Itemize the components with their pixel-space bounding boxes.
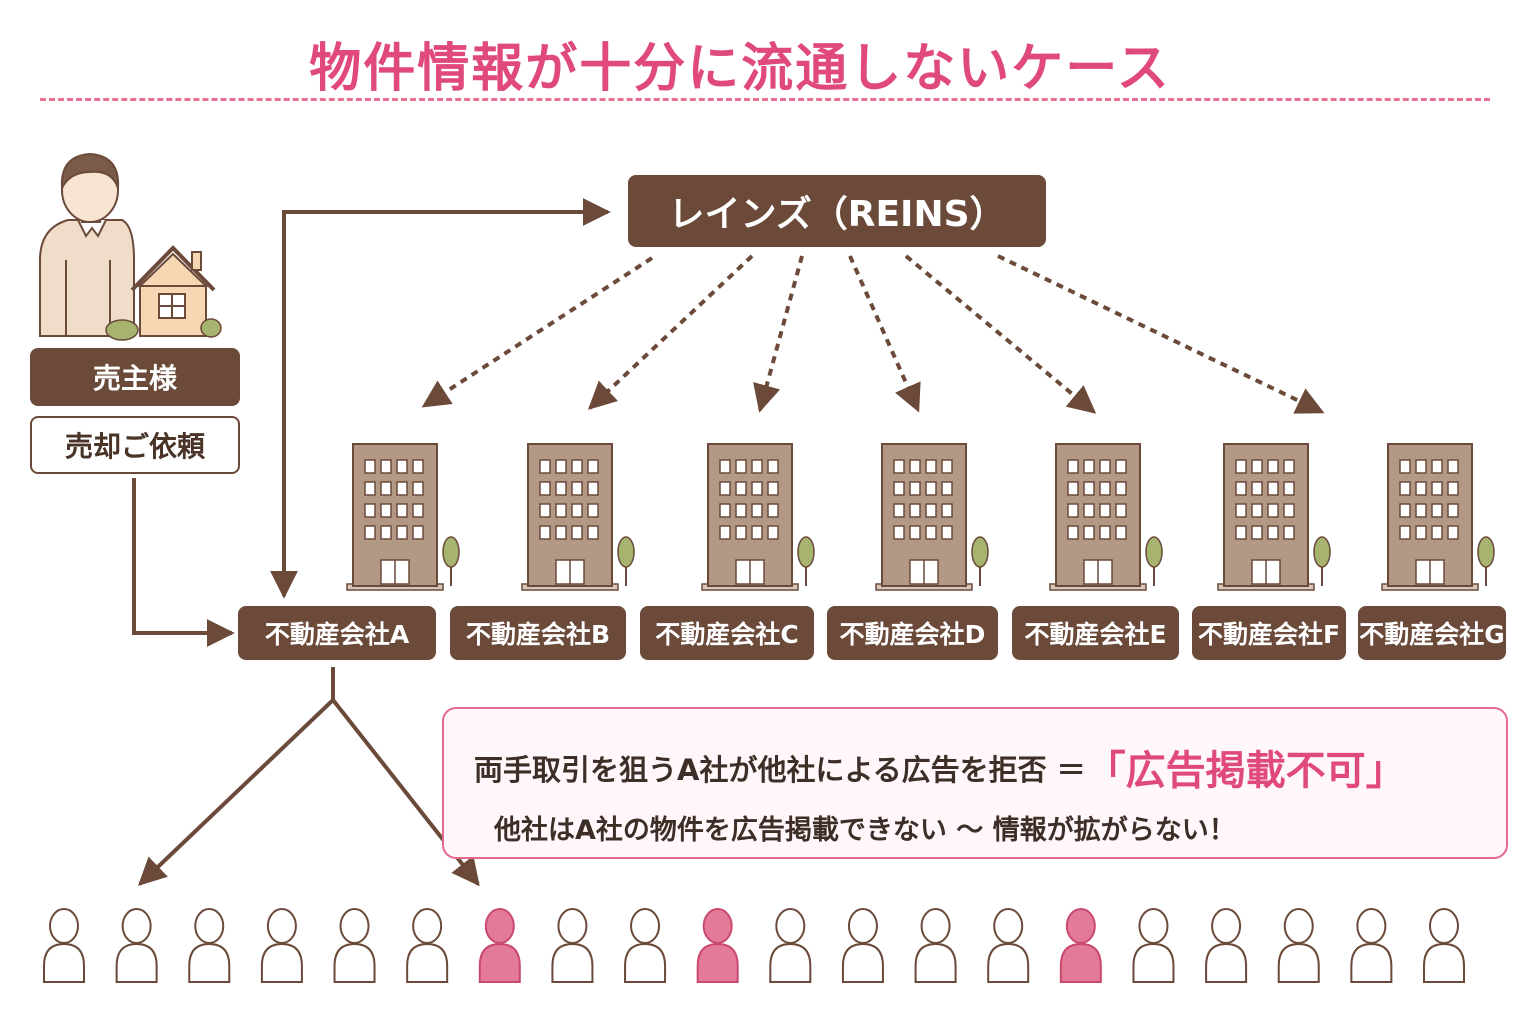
company-a-to-buyers-left-arrow [137,698,335,886]
info-line-1: 両手取引を狙うA社が他社による広告を拒否 ＝「広告掲載不可」 [474,738,1406,796]
company-buildings [346,443,1495,591]
ad-not-allowed-highlight: 「広告掲載不可」 [1085,748,1406,794]
buyer-person-icon [1277,908,1320,983]
buyer-person-icon-highlighted [696,908,739,983]
buyer-person-icon [769,908,812,983]
buyer-person-icon [188,908,231,983]
office-building-icon [1049,443,1163,591]
sale-request-label: 売却ご依頼 [30,416,240,474]
title-divider [40,98,1490,101]
info-callout [442,707,1508,859]
buyer-person-icon [333,908,376,983]
buyer-person-icon [1350,908,1393,983]
buyer-person-icon [1205,908,1248,983]
buyer-person-icon [914,908,957,983]
buyer-person-icon [1423,908,1465,983]
buyer-person-icon [43,908,85,983]
buyer-person-icon [115,908,158,983]
office-building-icon [1217,443,1331,591]
page-title: 物件情報が十分に流通しないケース [309,39,1171,99]
buyer-person-icon [841,908,884,983]
seller-label: 売主様 [30,348,240,406]
flow-arrows [132,198,611,887]
info-line-2: 他社はA社の物件を広告掲載できない 〜 情報が拡がらない！ [494,815,1236,846]
office-building-icon [521,443,635,591]
office-building-icon [875,443,989,591]
reins-label: レインズ（REINS） [628,175,1046,247]
buyer-person-icon [551,908,594,983]
company-label-d: 不動産会社D [827,606,998,660]
request-to-company-a-arrow [132,478,235,647]
company-label-f: 不動産会社F [1192,606,1346,660]
company-label-a: 不動産会社A [238,606,436,660]
buyer-person-icon [406,908,449,983]
info-line-1-prefix: 両手取引を狙うA社が他社による広告を拒否 ＝ [474,753,1086,787]
buyer-person-icon [1132,908,1175,983]
buyer-person-icon [260,908,303,983]
company-label-g: 不動産会社G [1358,606,1506,660]
office-building-icon [1381,443,1495,591]
buyer-person-icon [624,908,667,983]
company-label-e: 不動産会社E [1012,606,1179,660]
buyer-person-icon [987,908,1030,983]
buyer-person-icon-highlighted [1059,908,1102,983]
company-label-c: 不動産会社C [640,606,814,660]
buyer-person-icon-highlighted [478,908,521,983]
reins-distribution-arrows [421,254,1325,414]
buyer-people [43,908,1465,983]
seller-person-icon [39,152,135,337]
house-icon [105,245,222,341]
office-building-icon [346,443,460,591]
office-building-icon [701,443,815,591]
company-label-b: 不動産会社B [450,606,626,660]
